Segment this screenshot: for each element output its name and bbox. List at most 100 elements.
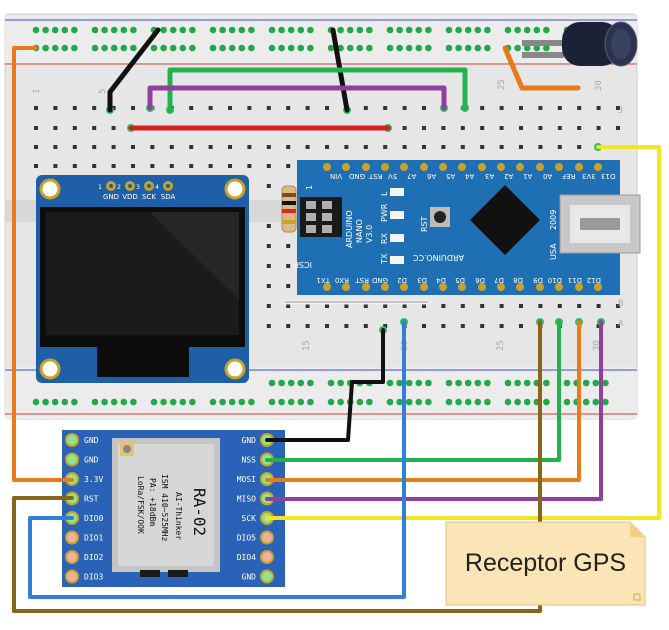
wire-purple-top [147, 85, 447, 111]
column-number-15a: 15 [302, 340, 312, 351]
nano-silk-brand: ARDUINO.CC [413, 253, 464, 262]
nano-bottom-pin [458, 283, 466, 291]
ra02-left-pin-label: RST [84, 495, 99, 504]
ra02-right-pin-label: GND [242, 573, 257, 582]
ra02-right-pin-label: MOSI [237, 475, 256, 484]
nano-top-pin [362, 163, 370, 171]
ra02-left-pin-label: DIO3 [84, 573, 103, 582]
ra02-left-pin-label: GND [84, 436, 99, 445]
nano-bottom-pin-label: D2 [397, 276, 407, 284]
electrolytic-capacitor [522, 21, 638, 67]
nano-bottom-pin-label: D6 [475, 276, 485, 284]
nano-bottom-pin [323, 283, 331, 291]
nano-top-pin-label: GND [349, 172, 365, 180]
nano-bottom-pin [342, 283, 350, 291]
nano-bottom-pin-label: D7 [494, 276, 504, 284]
ra02-right-pin-label: SCK [242, 514, 257, 523]
ra02-lora-module: RA-02 AI-Thinker ISM 410~525MHz PA: +18d… [62, 430, 285, 587]
ra02-right-pin [260, 550, 274, 564]
nano-top-pin [516, 163, 524, 171]
ra02-left-pin-label: 3.3V [84, 475, 103, 484]
nano-bottom-pin [439, 283, 447, 291]
ra02-right-pin [260, 530, 274, 545]
oled-pin-label: SDA [161, 193, 176, 201]
ra02-left-pin [65, 433, 79, 447]
nano-led-pwr: PWR [380, 203, 389, 222]
nano-led-rx: RX [380, 232, 389, 244]
ra02-left-pin-label: DIO2 [84, 553, 103, 562]
nano-icsp-pin: 1 [305, 185, 314, 190]
nano-silk-version: V3.0 [365, 225, 374, 243]
column-number-30a: 30 [594, 80, 604, 91]
nano-bottom-pin [400, 283, 408, 291]
ra02-spec-freq: ISM 410~525MHz [160, 474, 169, 542]
ra02-right-pin-label: NSS [242, 456, 257, 465]
column-number-25b: 25 [496, 340, 506, 351]
wire-orange-top [502, 45, 581, 91]
nano-bottom-pin-label: D10 [548, 276, 562, 284]
nano-bottom-pin [594, 283, 602, 291]
nano-top-pin-label: RST [368, 172, 382, 180]
nano-top-pin-label: 3V3 [582, 172, 596, 180]
oled-pin-label: VDD [122, 193, 138, 201]
nano-bottom-pin [516, 283, 524, 291]
column-number-1: 1 [32, 89, 42, 94]
nano-top-pin [458, 163, 466, 171]
nano-bottom-pin [555, 283, 563, 291]
nano-top-pin-label: A6 [426, 172, 436, 180]
column-number-5: 5 [98, 89, 108, 94]
nano-top-pin [478, 163, 486, 171]
nano-silk-model: NANO [355, 219, 364, 243]
ra02-right-pin-label: DIO5 [237, 534, 256, 543]
nano-bottom-pin-label: RX0 [335, 276, 349, 284]
nano-top-pin [536, 163, 544, 171]
nano-top-pin-label: A2 [504, 172, 513, 180]
oled-pin-number: 3 [136, 184, 140, 191]
row-letter-j: J [618, 106, 623, 116]
nano-bottom-pin-label: GND [372, 276, 388, 284]
nano-silk-country: USA [549, 243, 558, 260]
nano-top-pin-label: A4 [464, 172, 474, 180]
wire-black-top-left [107, 27, 161, 113]
jumper-wires-top [107, 27, 581, 131]
ra02-left-pin [65, 530, 79, 545]
row-letter-b: B [618, 299, 623, 309]
ra02-spec-power: PA: +18dBm [148, 478, 157, 526]
ra02-title: RA-02 [190, 488, 209, 536]
nano-bottom-pin [420, 283, 428, 291]
nano-top-pin [497, 163, 505, 171]
nano-bottom-pin-label: D9 [533, 276, 543, 284]
nano-top-pin-label: A5 [446, 172, 455, 180]
oled-pin-label: GND [103, 193, 119, 201]
nano-silk-icsp: ICSP [294, 260, 312, 269]
nano-silk-title: ARDUINO [345, 210, 354, 248]
nano-bottom-pin [478, 283, 486, 291]
nano-bottom-pin-label: RST [355, 276, 369, 284]
nano-top-pin [342, 163, 350, 171]
wire-purple-miso [265, 320, 603, 501]
nano-bottom-pin [497, 283, 505, 291]
nano-top-pin [400, 163, 408, 171]
oled-pin-number: 2 [117, 184, 121, 191]
column-number-30b: 30 [592, 340, 602, 351]
nano-top-pin-label: A3 [485, 172, 494, 180]
ra02-left-pin-label: GND [84, 456, 99, 465]
oled-pin-label: SCK [142, 193, 156, 201]
ra02-maker: AI-Thinker [174, 492, 183, 540]
nano-bottom-pin [536, 283, 544, 291]
arduino-nano-board: D133V3REFA0A1A2A3A4A5A6A75VRSTGNDVIND12D… [294, 160, 641, 295]
nano-top-pin-label: 5V [388, 172, 397, 180]
nano-top-pin [555, 163, 563, 171]
wire-blue-dio0 [28, 320, 406, 599]
oled-pin-number: 4 [155, 184, 159, 191]
nano-top-pin-label: A1 [523, 172, 532, 180]
ra02-left-pin-label: DIO0 [84, 514, 103, 523]
nano-led-tx: TX [380, 253, 389, 265]
nano-top-pin [381, 163, 389, 171]
nano-top-pin [323, 163, 331, 171]
nano-bottom-pin [381, 283, 389, 291]
ra02-left-pin [65, 569, 79, 584]
nano-bottom-pin-label: D4 [436, 276, 446, 284]
column-number-25a: 25 [497, 79, 507, 90]
